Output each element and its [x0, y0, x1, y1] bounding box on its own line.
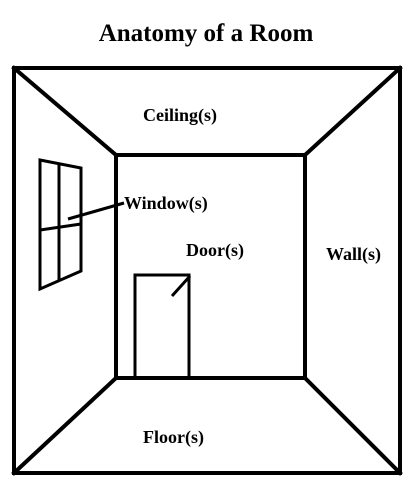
diagram-title: Anatomy of a Room	[99, 20, 314, 47]
window-shape	[38, 158, 83, 292]
outer-frame	[12, 66, 402, 475]
window-pointer-line	[67, 201, 125, 221]
corner-line-top-left	[11, 65, 119, 158]
back-wall	[114, 153, 307, 380]
floor-label: Floor(s)	[143, 427, 204, 448]
corner-line-bottom-left	[11, 375, 119, 476]
door-pointer-line	[170, 274, 192, 298]
door-label: Door(s)	[186, 240, 244, 261]
window-label: Window(s)	[124, 193, 208, 214]
corner-line-top-right	[302, 65, 403, 158]
corner-line-bottom-right	[302, 375, 403, 476]
door-shape	[133, 273, 191, 380]
ceiling-label: Ceiling(s)	[143, 105, 217, 126]
wall-label: Wall(s)	[326, 244, 381, 265]
